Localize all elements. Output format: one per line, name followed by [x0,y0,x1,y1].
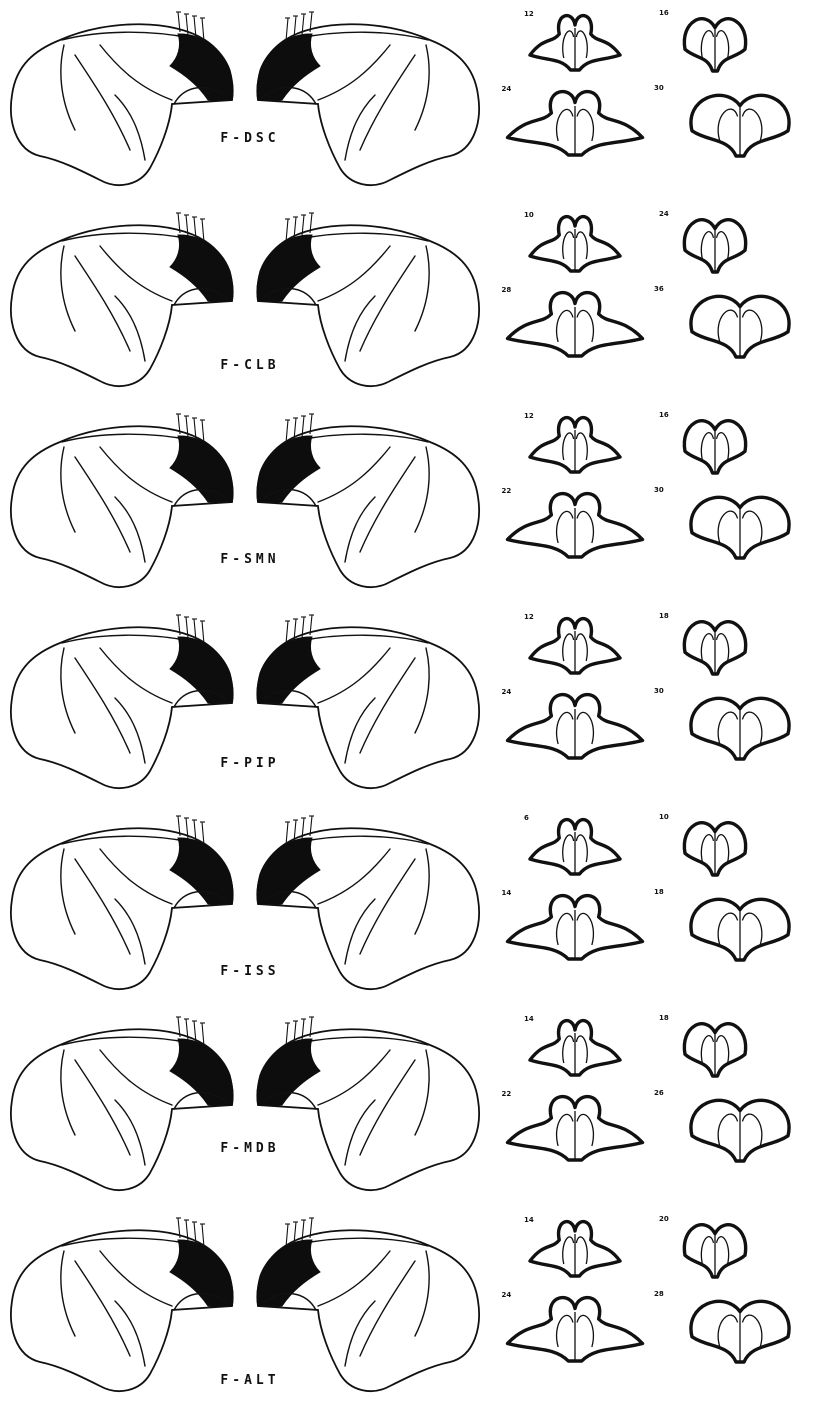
section-number: 24 [502,688,512,696]
coronal-section [508,1097,643,1160]
panel-drawing: 14 20 24 28 [0,1206,839,1407]
section-number: 18 [659,1014,669,1022]
coronal-section [684,622,745,674]
coronal-section [684,1024,745,1076]
section-number: 16 [659,411,669,419]
coronal-section [530,820,620,874]
coronal-section [530,619,620,673]
coronal-section [508,92,643,155]
brain-lateral-left [11,12,233,185]
case-label: F-SMN [180,552,320,567]
section-number: 14 [524,1015,534,1023]
section-number: 22 [502,487,512,495]
panel-drawing: 14 18 22 26 [0,1005,839,1206]
section-number: 10 [659,813,669,821]
panel-f-pip: 12 18 24 30F-PIP [0,603,839,804]
coronal-section [691,899,789,960]
brain-lateral-left [11,1017,233,1190]
section-number: 12 [524,613,534,621]
section-number: 36 [654,285,664,293]
panel-f-iss: 6 10 14 18F-ISS [0,804,839,1005]
panel-f-alt: 14 20 24 28F-ALT [0,1206,839,1407]
section-number: 20 [659,1215,669,1223]
section-number: 18 [659,612,669,620]
section-number: 16 [659,9,669,17]
coronal-section [508,695,643,758]
section-number: 10 [524,211,534,219]
coronal-section [530,1222,620,1276]
section-number: 18 [654,888,664,896]
coronal-section [530,217,620,271]
coronal-section [684,421,745,473]
coronal-section [684,823,745,875]
section-number: 24 [502,1291,512,1299]
coronal-section [508,1298,643,1361]
coronal-section [530,16,620,70]
panel-drawing: 12 16 22 30 [0,402,839,603]
section-number: 6 [524,814,529,822]
case-label: F-CLB [180,358,320,373]
section-number: 30 [654,687,664,695]
case-label: F-DSC [180,131,320,146]
case-label: F-ALT [180,1373,320,1388]
section-number: 26 [654,1089,664,1097]
coronal-section [508,896,643,959]
section-number: 14 [502,889,512,897]
coronal-section [684,1225,745,1277]
coronal-section [530,1021,620,1075]
section-number: 12 [524,10,534,18]
coronal-section [691,698,789,759]
coronal-section [691,497,789,558]
coronal-section [684,19,745,71]
brain-lateral-right [257,1218,479,1391]
panel-f-dsc: 12 16 24 30F-DSC [0,0,839,201]
coronal-section [508,494,643,557]
panel-drawing: 6 10 14 18 [0,804,839,1005]
coronal-section [684,220,745,272]
section-number: 14 [524,1216,534,1224]
case-label: F-ISS [180,964,320,979]
coronal-section [691,1301,789,1362]
case-label: F-MDB [180,1141,320,1156]
panel-drawing: 10 24 28 36 [0,201,839,402]
coronal-section [691,1100,789,1161]
coronal-section [691,296,789,357]
brain-lateral-right [257,1017,479,1190]
section-number: 12 [524,412,534,420]
panel-drawing: 12 18 24 30 [0,603,839,804]
coronal-section [691,95,789,156]
case-label: F-PIP [180,756,320,771]
section-number: 24 [659,210,669,218]
section-number: 28 [502,286,512,294]
section-number: 22 [502,1090,512,1098]
brain-lateral-left [11,1218,233,1391]
section-number: 28 [654,1290,664,1298]
panel-drawing: 12 16 24 30 [0,0,839,201]
section-number: 30 [654,84,664,92]
coronal-section [508,293,643,356]
brain-lateral-right [257,12,479,185]
section-number: 24 [502,85,512,93]
coronal-section [530,418,620,472]
section-number: 30 [654,486,664,494]
